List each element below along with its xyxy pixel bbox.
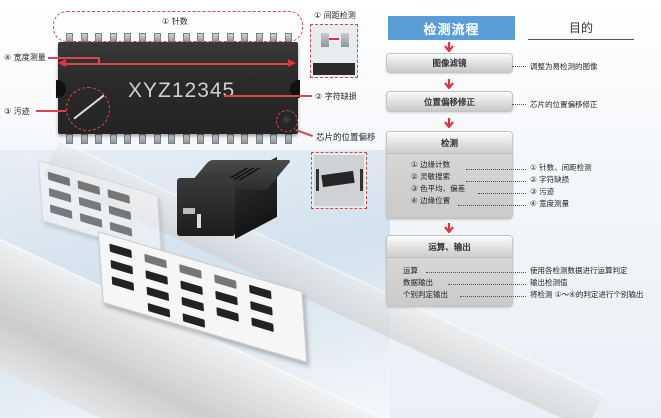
pin-count-highlight [53, 11, 303, 42]
leader-line-offset [295, 129, 313, 137]
down-arrow-icon [444, 42, 454, 52]
dotted-leader [512, 104, 526, 105]
purpose-header: 目的 [528, 16, 634, 40]
step-compute-output: 运算、输出 运算 数据输出 个别判定输出 [386, 235, 513, 307]
detection-item: ① 边缘计数 [411, 160, 451, 169]
chip-notch-left [56, 80, 66, 98]
purpose-detection-item: ④ 宽度测量 [530, 199, 570, 208]
width-arrow-line [64, 63, 290, 65]
output-item: 个别判定输出 [403, 290, 448, 299]
label-pitch-detection: ① 间距检测 [314, 11, 356, 20]
dotted-leader [478, 193, 526, 194]
arrow-right-icon [288, 59, 296, 67]
pitch-detection-inset [310, 24, 358, 78]
down-arrow-icon [444, 223, 454, 233]
label-pin-count: ① 针数 [162, 17, 188, 26]
leader-line-char-defect [224, 95, 312, 97]
step-detection: 检测 ① 边缘计数 ② 灵敏搜索 ③ 色平均、偏差 ④ 边缘位置 [386, 131, 513, 219]
leader-line-width [48, 57, 98, 59]
label-char-defect: ② 字符缺损 [315, 92, 357, 101]
leader-line-stain [36, 110, 66, 112]
offset-highlight-circle [276, 110, 298, 132]
purpose-detection-item: ② 字符缺损 [530, 175, 570, 184]
step-title: 运算、输出 [428, 242, 471, 253]
stain-highlight-circle [66, 87, 110, 131]
detection-item: ③ 色平均、偏差 [411, 184, 466, 193]
dotted-leader [448, 284, 526, 285]
output-item: 运算 [403, 266, 418, 275]
purpose-detection-item: ① 针数、间距检测 [530, 163, 592, 172]
step-title: 位置偏移修正 [423, 97, 475, 108]
leader-tick [98, 57, 100, 63]
position-offset-inset [311, 152, 367, 209]
dotted-leader [458, 205, 526, 206]
chip-pins-bottom [66, 134, 292, 144]
vision-sensor-camera [177, 156, 292, 240]
purpose-output-item: 输出检测值 [530, 278, 568, 287]
purpose-output-item: 使用各检测数据进行运算判定 [530, 266, 628, 275]
chip-marking-text: XYZ12345 [128, 79, 236, 102]
chip-notch-right [290, 80, 300, 98]
detection-item: ② 灵敏搜索 [411, 172, 451, 181]
label-stain: ③ 污迹 [4, 107, 30, 116]
step-title: 图像滤镜 [432, 59, 467, 69]
output-item: 数据输出 [403, 278, 433, 287]
dotted-leader [466, 181, 526, 182]
arrow-left-icon [58, 59, 66, 67]
dotted-leader [460, 296, 526, 297]
down-arrow-icon [444, 79, 454, 89]
dotted-leader [426, 272, 526, 273]
purpose-output-item: 将检测 ①～④的判定进行个别输出 [530, 290, 644, 299]
purpose-detection-item: ③ 污迹 [530, 187, 555, 196]
dotted-leader [512, 66, 526, 67]
label-width-measure: ④ 宽度测量 [4, 53, 46, 62]
step-image-filter: 图像滤镜 [386, 53, 513, 73]
down-arrow-icon [444, 118, 454, 128]
purpose-image-filter: 调整为易检测的图像 [530, 62, 598, 71]
step-title: 检测 [440, 138, 458, 149]
step-position-correction: 位置偏移修正 [386, 91, 513, 112]
label-position-offset: 芯片的位置偏移 [316, 133, 376, 143]
purpose-position-correction: 芯片的位置偏移修正 [530, 100, 598, 109]
detection-item: ④ 边缘位置 [411, 196, 451, 205]
flow-header: 检测流程 [388, 16, 515, 40]
dotted-leader [466, 169, 526, 170]
